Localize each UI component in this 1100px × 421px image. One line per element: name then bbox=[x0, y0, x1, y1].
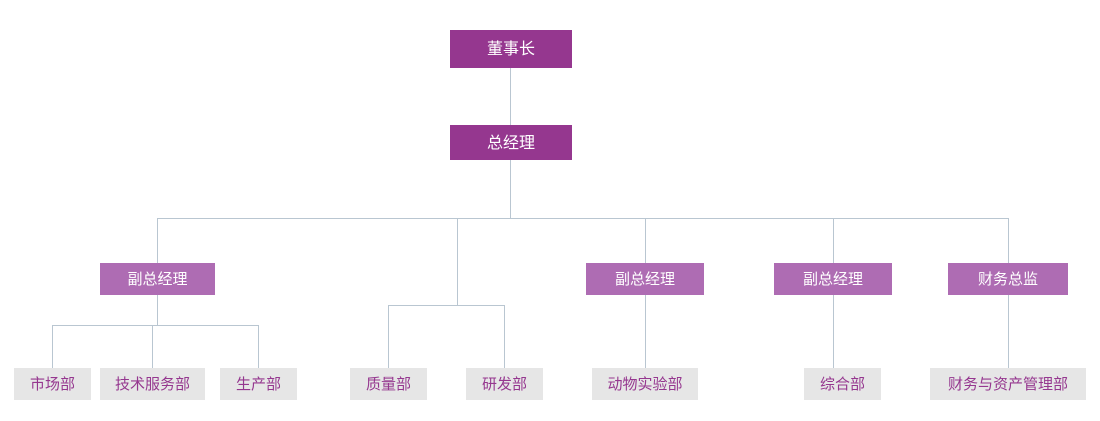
connector-drop-vp3 bbox=[833, 218, 834, 263]
connector-drop-vp1 bbox=[157, 218, 158, 263]
connector-quality-group-distribution-bar bbox=[388, 305, 504, 306]
node-cfo[interactable]: 财务总监 bbox=[948, 263, 1068, 295]
connector-drop-cfo bbox=[1008, 218, 1009, 263]
node-rnd-label: 研发部 bbox=[481, 374, 527, 393]
node-tech-service-label: 技术服务部 bbox=[114, 374, 190, 393]
connector-drop-tech-service bbox=[152, 325, 153, 368]
node-cfo-label: 财务总监 bbox=[977, 269, 1038, 288]
node-general-affairs[interactable]: 综合部 bbox=[804, 368, 881, 400]
connector-vp2-to-animal-lab bbox=[645, 295, 646, 368]
node-vp2[interactable]: 副总经理 bbox=[586, 263, 704, 295]
connector-gm-distribution-bar bbox=[157, 218, 1009, 219]
node-rnd[interactable]: 研发部 bbox=[466, 368, 543, 400]
node-vp3[interactable]: 副总经理 bbox=[774, 263, 892, 295]
node-production[interactable]: 生产部 bbox=[220, 368, 297, 400]
connector-chairman-to-gm bbox=[510, 68, 511, 125]
connector-drop-market bbox=[52, 325, 53, 368]
connector-vp1-trunk bbox=[157, 295, 158, 325]
node-chairman[interactable]: 董事长 bbox=[450, 30, 572, 68]
node-vp2-label: 副总经理 bbox=[614, 269, 675, 288]
node-general-manager[interactable]: 总经理 bbox=[450, 125, 572, 160]
node-production-label: 生产部 bbox=[235, 374, 281, 393]
node-finance-asset-label: 财务与资产管理部 bbox=[947, 374, 1068, 393]
node-vp1[interactable]: 副总经理 bbox=[100, 263, 215, 295]
node-quality-label: 质量部 bbox=[365, 374, 411, 393]
connector-drop-vp2 bbox=[645, 218, 646, 263]
node-vp3-label: 副总经理 bbox=[802, 269, 863, 288]
node-vp1-label: 副总经理 bbox=[127, 269, 188, 288]
connector-drop-quality bbox=[388, 305, 389, 368]
connector-gm-trunk bbox=[510, 160, 511, 218]
node-animal-lab[interactable]: 动物实验部 bbox=[592, 368, 698, 400]
node-chairman-label: 董事长 bbox=[486, 39, 535, 58]
node-market-label: 市场部 bbox=[29, 374, 75, 393]
connector-vp3-to-general-affairs bbox=[833, 295, 834, 368]
connector-vp1-distribution-bar bbox=[52, 325, 258, 326]
node-finance-asset[interactable]: 财务与资产管理部 bbox=[930, 368, 1086, 400]
node-animal-lab-label: 动物实验部 bbox=[607, 374, 683, 393]
connector-drop-rnd bbox=[504, 305, 505, 368]
connector-cfo-to-finance-asset bbox=[1008, 295, 1009, 368]
connector-drop-production bbox=[258, 325, 259, 368]
node-tech-service[interactable]: 技术服务部 bbox=[100, 368, 205, 400]
connector-drop-quality-group bbox=[457, 218, 458, 305]
node-quality[interactable]: 质量部 bbox=[350, 368, 427, 400]
node-general-manager-label: 总经理 bbox=[486, 132, 535, 152]
node-market[interactable]: 市场部 bbox=[14, 368, 91, 400]
node-general-affairs-label: 综合部 bbox=[819, 374, 865, 393]
